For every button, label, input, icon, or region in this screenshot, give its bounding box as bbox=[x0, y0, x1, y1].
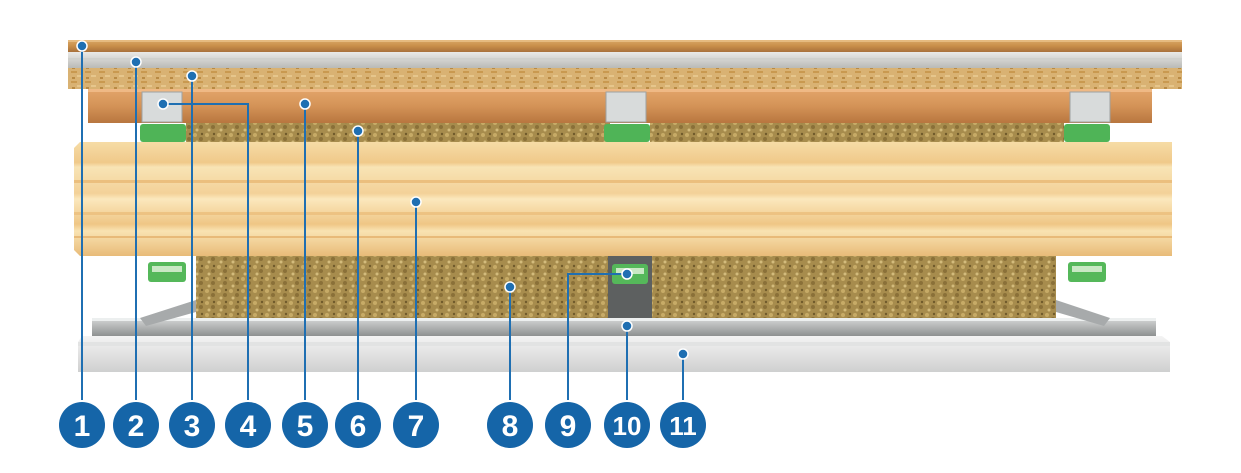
leader-dot-3 bbox=[186, 70, 198, 82]
callout-badge-5: 5 bbox=[282, 402, 328, 448]
hanger-right bbox=[1056, 262, 1110, 326]
leader-dot-10 bbox=[621, 320, 633, 332]
callout-badge-2: 2 bbox=[113, 402, 159, 448]
leader-dot-1 bbox=[76, 40, 88, 52]
callout-number-10: 10 bbox=[613, 411, 642, 441]
floor-finish-layer bbox=[68, 40, 1182, 52]
callout-number-9: 9 bbox=[560, 410, 577, 443]
leader-dot-8 bbox=[504, 281, 516, 293]
callout-badge-3: 3 bbox=[169, 402, 215, 448]
callout-number-8: 8 bbox=[502, 410, 519, 443]
callout-number-1: 1 bbox=[74, 410, 91, 443]
cavity-insulation-layer bbox=[196, 256, 1056, 318]
osb-board-layer bbox=[68, 68, 1182, 89]
plasterboard-layer bbox=[78, 336, 1170, 372]
callout-badge-7: 7 bbox=[393, 402, 439, 448]
leader-dot-5 bbox=[299, 98, 311, 110]
callout-badges: 1 2 3 4 5 6 7 8 bbox=[59, 402, 706, 448]
hanger-middle bbox=[608, 256, 652, 318]
callout-badge-8: 8 bbox=[487, 402, 533, 448]
callout-badge-11: 11 bbox=[660, 402, 706, 448]
leader-dot-2 bbox=[130, 56, 142, 68]
callout-number-7: 7 bbox=[408, 410, 425, 443]
clt-slab-layer bbox=[74, 142, 1172, 256]
callout-number-5: 5 bbox=[297, 410, 314, 443]
callout-number-2: 2 bbox=[128, 410, 145, 443]
callout-badge-4: 4 bbox=[225, 402, 271, 448]
leader-line-4 bbox=[163, 103, 249, 400]
leader-dot-11 bbox=[677, 348, 689, 360]
callout-number-6: 6 bbox=[350, 410, 367, 443]
leader-dot-9 bbox=[621, 268, 633, 280]
leader-dot-6 bbox=[352, 125, 364, 137]
hanger-left bbox=[140, 262, 196, 326]
callout-badge-9: 9 bbox=[545, 402, 591, 448]
callout-badge-1: 1 bbox=[59, 402, 105, 448]
leader-line-9 bbox=[567, 273, 627, 400]
acoustic-hanger-row-top bbox=[140, 124, 1110, 142]
leader-dots bbox=[76, 40, 689, 360]
callout-number-4: 4 bbox=[240, 410, 257, 443]
leader-dot-4 bbox=[157, 98, 169, 110]
callout-badge-10: 10 bbox=[604, 402, 650, 448]
screed-layer bbox=[68, 52, 1182, 68]
leader-dot-7 bbox=[410, 196, 422, 208]
leader-lines bbox=[81, 46, 684, 400]
callout-number-3: 3 bbox=[184, 410, 201, 443]
callout-number-11: 11 bbox=[669, 411, 697, 441]
batten-insulation-layer bbox=[186, 123, 1064, 142]
callout-badge-6: 6 bbox=[335, 402, 381, 448]
acoustic-hanger-row-bottom bbox=[140, 256, 1110, 326]
